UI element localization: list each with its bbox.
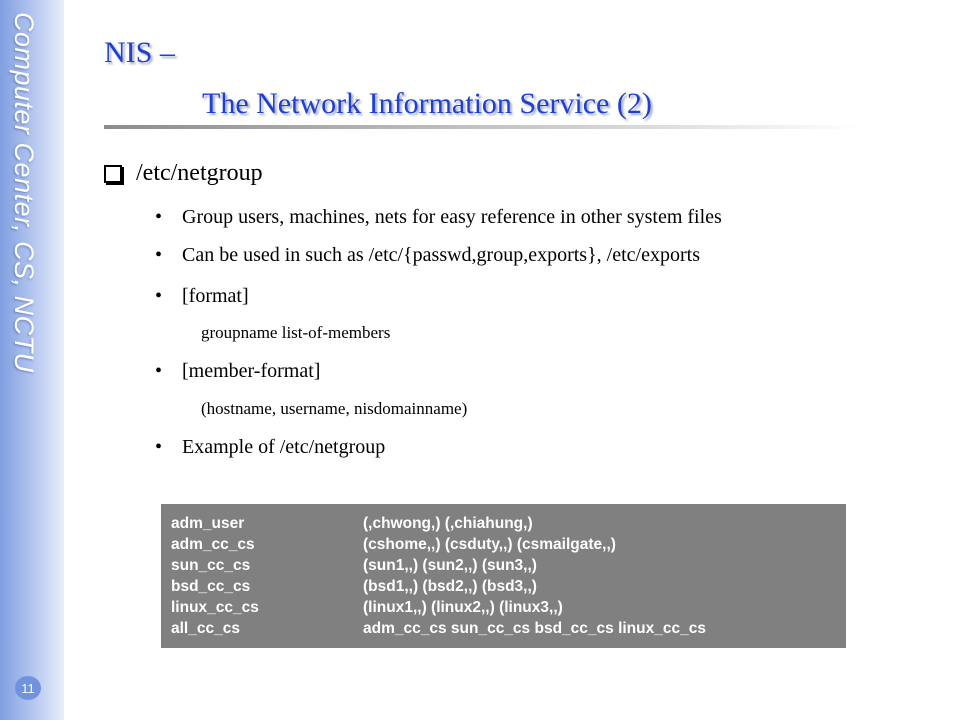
- page-number: 11: [15, 676, 41, 700]
- bullet-item: • Can be used in such as /etc/{passwd,gro…: [155, 244, 700, 267]
- bullet-item: • [format]: [155, 285, 249, 308]
- group-members: (cshome,,) (csduty,,) (csmailgate,,): [363, 536, 616, 553]
- bullet-dot: •: [155, 436, 163, 458]
- bullet-dot: •: [155, 244, 163, 266]
- group-name: adm_user: [171, 515, 245, 532]
- section-heading-text: /etc/netgroup: [136, 160, 263, 186]
- bullet-text: Group users, machines, nets for easy ref…: [182, 206, 722, 228]
- bullet-item: • Example of /etc/netgroup: [155, 436, 385, 459]
- sidebar-caption: Computer Center, CS, NCTU: [9, 12, 39, 373]
- bullet-text: Example of /etc/netgroup: [182, 436, 386, 458]
- group-name: all_cc_cs: [171, 620, 240, 637]
- netgroup-example-box: adm_user (,chwong,) (,chiahung,) adm_cc_…: [161, 504, 846, 648]
- sub-item: (hostname, username, nisdomainname): [201, 399, 468, 418]
- group-members: (linux1,,) (linux2,,) (linux3,,): [363, 599, 563, 616]
- bullet-dot: •: [155, 206, 163, 228]
- group-name: linux_cc_cs: [171, 599, 259, 616]
- bullet-text: [member-format]: [182, 360, 321, 382]
- sub-item: groupname list-of-members: [201, 323, 391, 342]
- group-members: adm_cc_cs sun_cc_cs bsd_cc_cs linux_cc_c…: [363, 620, 706, 637]
- group-name: sun_cc_cs: [171, 557, 251, 574]
- group-members: (bsd1,,) (bsd2,,) (bsd3,,): [363, 578, 537, 595]
- group-members: (sun1,,) (sun2,,) (sun3,,): [363, 557, 537, 574]
- bullet-dot: •: [155, 360, 163, 382]
- section-heading: /etc/netgroup: [104, 160, 263, 187]
- code-line: linux_cc_cs (linux1,,) (linux2,,) (linux…: [171, 597, 846, 618]
- group-name: bsd_cc_cs: [171, 578, 251, 595]
- group-name: adm_cc_cs: [171, 536, 255, 553]
- group-members: (,chwong,) (,chiahung,): [363, 515, 533, 532]
- checkbox-square-icon: [104, 164, 122, 183]
- bullet-text: [format]: [182, 285, 249, 307]
- code-line: adm_cc_cs (cshome,,) (csduty,,) (csmailg…: [171, 534, 846, 555]
- slide-title-line1: NIS –: [104, 36, 175, 69]
- bullet-item: • Group users, machines, nets for easy re…: [155, 206, 722, 229]
- code-line: sun_cc_cs (sun1,,) (sun2,,) (sun3,,): [171, 555, 846, 576]
- code-line: bsd_cc_cs (bsd1,,) (bsd2,,) (bsd3,,): [171, 576, 846, 597]
- code-line: adm_user (,chwong,) (,chiahung,): [171, 513, 846, 534]
- slide-title-line2: The Network Information Service (2): [202, 87, 652, 120]
- bullet-text: Can be used in such as /etc/{passwd,grou…: [182, 244, 700, 266]
- code-line: all_cc_cs adm_cc_cs sun_cc_cs bsd_cc_cs …: [171, 618, 846, 639]
- bullet-dot: •: [155, 285, 163, 307]
- sidebar: Computer Center, CS, NCTU 11: [0, 0, 64, 720]
- bullet-item: • [member-format]: [155, 360, 320, 383]
- title-divider: [104, 125, 859, 129]
